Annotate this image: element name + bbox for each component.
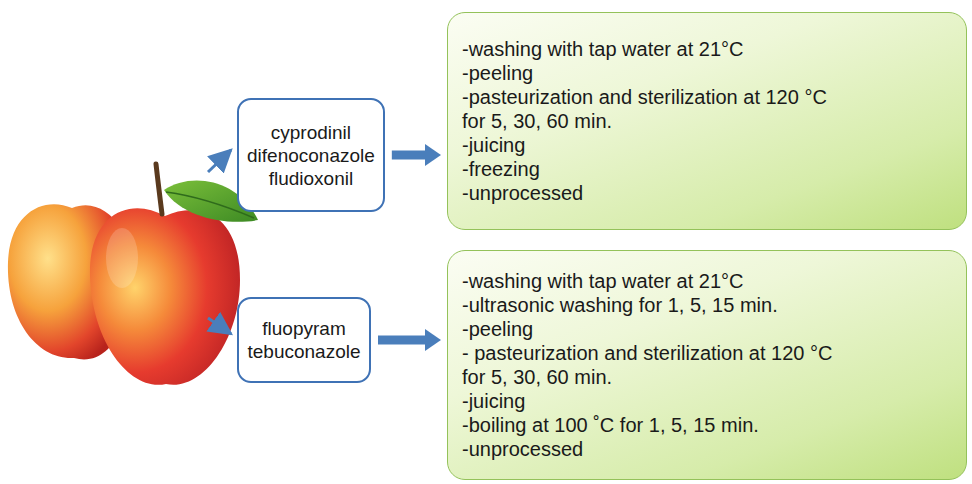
node-text: -juicing — [462, 133, 525, 157]
node-text: -unprocessed — [462, 181, 583, 205]
process-list-box: -washing with tap water at 21°C-peeling-… — [447, 12, 967, 230]
apple-highlight — [106, 228, 138, 288]
node-text: -ultrasonic washing for 1, 5, 15 min. — [462, 293, 778, 317]
node-text: -peeling — [462, 61, 533, 85]
node-text: - pasteurization and sterilization at 12… — [462, 341, 842, 389]
node-text: -boiling at 100 ˚C for 1, 5, 15 min. — [462, 413, 759, 437]
right-apple — [90, 208, 240, 385]
node-text: -juicing — [462, 389, 525, 413]
compound-box: fluopyramtebuconazole — [237, 297, 371, 383]
node-text: -washing with tap water at 21°C — [462, 37, 743, 61]
block-arrow — [378, 336, 425, 345]
apple-arrow — [208, 318, 231, 334]
process-list-box: -washing with tap water at 21°C-ultrason… — [447, 250, 967, 480]
node-text: cyprodinil — [271, 121, 351, 144]
apple-arrow — [208, 150, 231, 172]
node-text: tebuconazole — [247, 340, 360, 363]
node-text: fludioxonil — [269, 167, 354, 190]
block-arrow — [392, 151, 425, 160]
compound-box: cyprodinildifenoconazolefludioxonil — [237, 98, 385, 212]
node-text: -peeling — [462, 317, 533, 341]
node-text: difenoconazole — [247, 144, 375, 167]
node-text: -unprocessed — [462, 437, 583, 461]
node-text: -freezing — [462, 157, 540, 181]
apple-stem — [156, 164, 162, 214]
node-text: -washing with tap water at 21°C — [462, 269, 743, 293]
node-text: fluopyram — [262, 317, 345, 340]
node-text: -pasteurization and sterilization at 120… — [462, 85, 842, 133]
